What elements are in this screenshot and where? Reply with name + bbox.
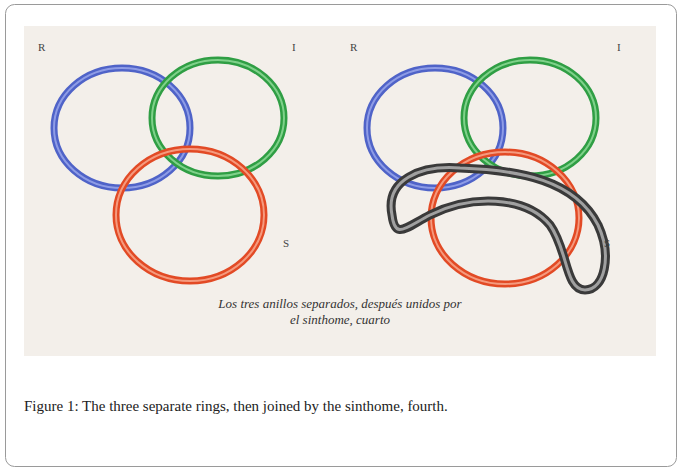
left-rings [54,60,284,281]
picture-caption: Los tres anillos separados, después unid… [215,296,465,329]
sinthome-ring [391,168,605,290]
ring-letter: S [283,238,289,249]
ring-letter: I [617,42,621,53]
picture-ground [24,26,656,356]
right-rings [367,60,605,290]
ring-letter: I [292,42,296,53]
ring-letter: R [350,42,357,53]
ring-letter: R [38,42,45,53]
figure-frame [6,5,677,467]
figure-caption: Figure 1: The three separate rings, then… [24,396,464,416]
ring-letter: S [604,238,610,249]
